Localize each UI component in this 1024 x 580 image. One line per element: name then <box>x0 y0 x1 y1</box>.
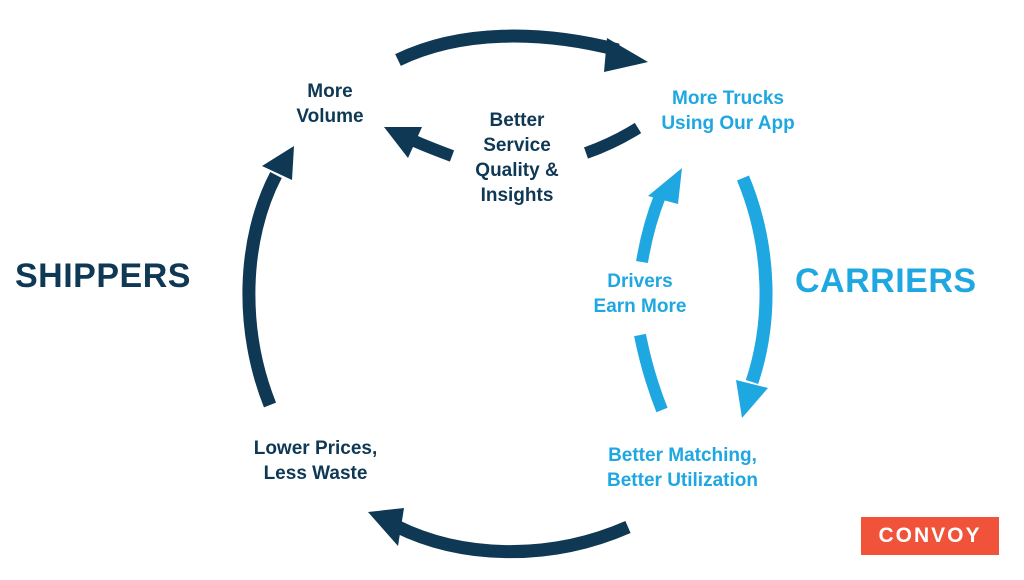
shippers-label: SHIPPERS <box>15 257 191 295</box>
arrow-matching-to-trucks-upper <box>636 193 666 263</box>
arrow-trucks-to-volume-right <box>584 122 642 159</box>
arrow-volume-to-trucks <box>395 29 620 66</box>
arrowhead-trucks-to-volume <box>384 127 422 158</box>
arrowhead-matching-to-trucks <box>648 168 682 204</box>
node-more-volume: More Volume <box>296 81 364 127</box>
carriers-label: CARRIERS <box>795 262 977 300</box>
arrowhead-volume-to-trucks <box>604 38 648 72</box>
arrowhead-prices-to-volume <box>262 146 294 180</box>
arrow-prices-to-volume <box>242 171 282 408</box>
arrow-matching-to-prices <box>393 520 631 559</box>
arrowhead-matching-to-prices <box>368 508 404 546</box>
node-service-quality: Better Service Quality & Insights <box>475 110 559 206</box>
node-drivers-earn: Drivers Earn More <box>593 271 687 317</box>
convoy-logo: CONVOY <box>861 517 999 555</box>
node-better-matching: Better Matching, Better Utilization <box>607 445 758 491</box>
node-lower-prices: Lower Prices, Less Waste <box>253 438 378 484</box>
arrow-trucks-to-matching <box>736 175 773 385</box>
arrowhead-trucks-to-matching <box>736 380 768 418</box>
node-more-trucks: More Trucks Using Our App <box>661 88 795 134</box>
arrow-matching-to-trucks-lower <box>634 333 668 413</box>
